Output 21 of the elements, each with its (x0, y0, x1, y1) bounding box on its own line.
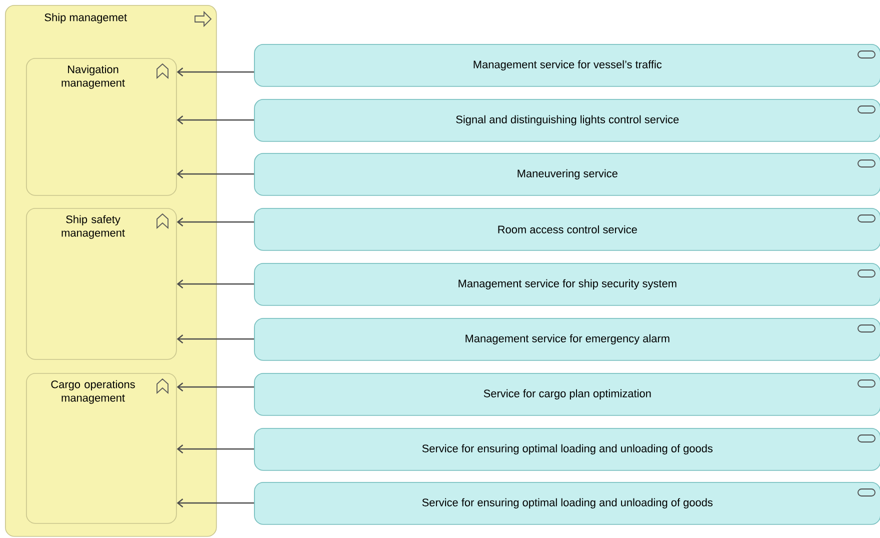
arrow (176, 444, 254, 454)
service-box: Maneuvering service (254, 153, 880, 196)
function-box: Navigation management (26, 58, 177, 196)
arrow (176, 68, 254, 76)
function-box: Ship safety management (26, 208, 177, 360)
arrow (176, 382, 254, 392)
service-box: Management service for ship security system (254, 263, 880, 306)
service-box: Service for ensuring optimal loading and unloading of goods (254, 428, 880, 471)
service-box: Management service for emergency alarm (254, 318, 880, 361)
arrow (176, 218, 254, 226)
function-box: Cargo operations management (26, 373, 177, 524)
arrow (176, 116, 254, 124)
service-box: Service for ensuring optimal loading and unloading of goods (254, 482, 880, 525)
arrow (176, 280, 254, 288)
arrow (176, 170, 254, 178)
service-box: Service for cargo plan optimization (254, 373, 880, 416)
service-box: Management service for vessel’s traffic (254, 44, 880, 87)
arrow (176, 334, 254, 344)
arrow (176, 498, 254, 508)
service-box: Room access control service (254, 208, 880, 251)
service-box: Signal and distinguishing lights control service (254, 99, 880, 142)
